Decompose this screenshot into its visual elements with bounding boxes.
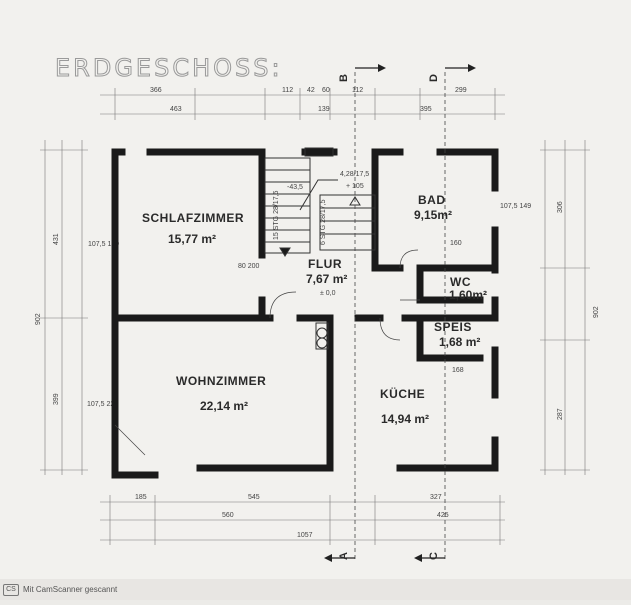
bad-inner-dim: 160 — [450, 240, 462, 247]
room-bad-name: BAD — [418, 193, 446, 207]
room-flur-name: FLUR — [308, 257, 342, 271]
room-bad-area: 9,15m² — [414, 208, 452, 222]
room-kueche-name: KÜCHE — [380, 386, 425, 401]
paper — [0, 0, 631, 580]
plan-title: ERDGESCHOSS: — [55, 54, 283, 82]
room-wohnzimmer-area: 22,14 m² — [200, 399, 248, 413]
dim-right-287: 287 — [557, 408, 564, 420]
room-wohnzimmer-name: WOHNZIMMER — [176, 374, 266, 388]
dim-top-395: 395 — [420, 106, 432, 113]
dim-left-399: 399 — [53, 393, 60, 405]
dim-bottom-425: 425 — [437, 512, 449, 519]
room-flur-area: 7,67 m² — [306, 272, 347, 286]
dim-left-431: 431 — [53, 233, 60, 245]
dim-top-60: 60 — [322, 87, 330, 94]
dim-top-112a: 112 — [282, 87, 293, 94]
room-speis-area: 1,68 m² — [439, 335, 480, 349]
dim-top-112b: 112 — [352, 87, 363, 94]
dim-top-42: 42 — [307, 87, 315, 94]
dim-bottom-560: 560 — [222, 512, 234, 519]
kueche-dim-168: 168 — [452, 367, 464, 374]
section-lines — [354, 72, 446, 560]
door-dim-flur: 80 200 — [238, 263, 260, 270]
room-wc-area: 1,60m² — [449, 288, 487, 302]
stair-level-up: -43,5 — [287, 184, 303, 191]
dim-bottom-327: 327 — [430, 494, 442, 501]
dim-bottom-1057: 1057 — [297, 532, 313, 539]
section-a-label: A — [338, 552, 350, 560]
stair-a-label: 15 STG 28/17,5 — [273, 190, 280, 240]
staircase — [264, 147, 376, 350]
stair-b-label: 6 STG 28/17,5 — [320, 199, 327, 245]
left-window-dim: 107,5 149 — [88, 241, 119, 248]
dim-right-902: 902 — [593, 306, 600, 318]
section-c-label: C — [428, 552, 440, 560]
camscanner-logo-icon: CS — [3, 583, 19, 596]
room-flur-level: ± 0,0 — [320, 290, 336, 297]
dim-right-306: 306 — [557, 201, 564, 213]
dim-left-902: 902 — [35, 313, 42, 325]
section-b-label: B — [338, 74, 350, 82]
dim-top-366: 366 — [150, 87, 162, 94]
stair-level-note: 4,28/17,5 — [340, 171, 369, 178]
dimension-texts: 366 112 42 60 112 299 463 139 395 185 54… — [35, 87, 600, 539]
bad-window-dim: 107,5 149 — [500, 203, 531, 210]
door-swings — [114, 249, 420, 456]
room-schlafzimmer-name: SCHLAFZIMMER — [142, 211, 244, 225]
dim-top-463: 463 — [170, 106, 182, 113]
scan-footer: CS Mit CamScanner gescannt — [0, 579, 631, 600]
dim-bottom-185: 185 — [135, 494, 147, 501]
wohn-window-dim: 107,5 222 — [87, 401, 118, 408]
camscanner-watermark-text: Mit CamScanner gescannt — [23, 585, 118, 594]
dim-top-139: 139 — [318, 106, 330, 113]
room-labels: SCHLAFZIMMER 15,77 m² BAD 9,15m² FLUR 7,… — [142, 193, 487, 426]
room-schlafzimmer-area: 15,77 m² — [168, 232, 216, 246]
dimension-lines — [40, 88, 590, 545]
room-wc-name: WC — [450, 275, 471, 289]
section-d-label: D — [428, 74, 440, 82]
room-kueche-area: 14,94 m² — [381, 412, 429, 426]
dim-top-299: 299 — [455, 87, 467, 94]
dim-bottom-545: 545 — [248, 494, 260, 501]
section-markers: B D A C — [324, 64, 476, 562]
room-speis-name: SPEIS — [434, 320, 472, 334]
